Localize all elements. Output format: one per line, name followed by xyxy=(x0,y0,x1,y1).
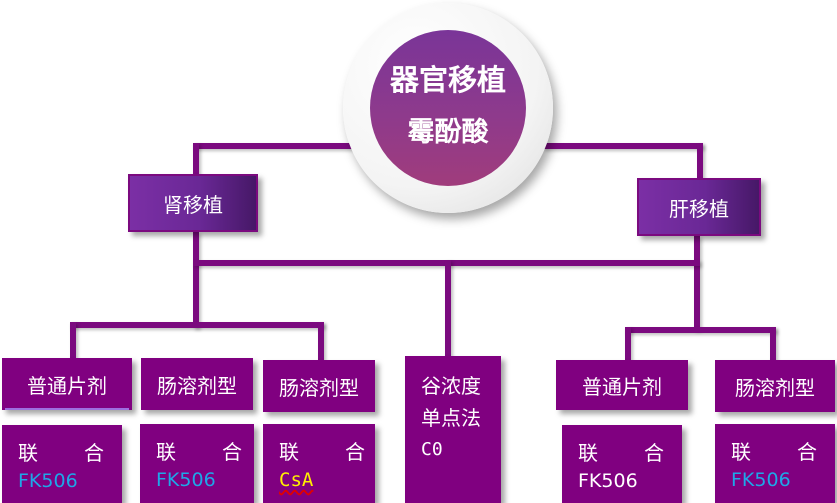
liver-transplant-label: 肝移植 xyxy=(669,196,729,221)
form-label: 普通片剂 xyxy=(582,374,662,399)
connector-to-kidney xyxy=(193,143,199,176)
kidney-combo-node-1: 联 合 FK506 xyxy=(2,425,122,503)
liver-combo-node-2: 联 合 FK506 xyxy=(715,424,835,503)
connector-top-left-horizontal xyxy=(193,143,353,149)
combo-label-1: 联 xyxy=(578,441,598,465)
liver-form-node-1: 普通片剂 xyxy=(556,360,688,410)
kidney-combo-node-2: 联 合 FK506 xyxy=(140,424,254,503)
kidney-combo-node-3: 联 合 CsA xyxy=(263,424,375,503)
drug-label: FK506 xyxy=(731,469,791,491)
kidney-form-node-2: 肠溶剂型 xyxy=(141,358,253,410)
trough-line-3: C0 xyxy=(421,439,443,460)
connector-liver-down xyxy=(694,236,700,330)
kidney-transplant-label: 肾移植 xyxy=(163,192,223,217)
combo-label-2: 合 xyxy=(644,441,664,465)
connector-kidney-branch-1 xyxy=(70,322,76,360)
drug-label: FK506 xyxy=(156,469,216,491)
kidney-form-node-1: 普通片剂 xyxy=(2,358,132,410)
connector-kidney-branch-3 xyxy=(318,322,324,360)
center-subtitle: 霉酚酸 xyxy=(407,117,489,148)
connector-to-liver xyxy=(697,143,703,180)
drug-label: FK506 xyxy=(18,470,78,492)
center-title: 器官移植 xyxy=(389,63,506,97)
combo-label-2: 合 xyxy=(222,440,242,464)
trough-concentration-node: 谷浓度 单点法 C0 xyxy=(405,356,501,503)
combo-label-2: 合 xyxy=(84,441,104,465)
liver-form-node-2: 肠溶剂型 xyxy=(715,360,835,412)
form-label: 肠溶剂型 xyxy=(157,373,237,398)
trough-line-1: 谷浓度 xyxy=(421,374,481,398)
connector-kidney-down xyxy=(193,232,199,328)
form-label: 肠溶剂型 xyxy=(279,375,359,400)
combo-label-1: 联 xyxy=(279,440,299,464)
combo-label-1: 联 xyxy=(156,440,176,464)
connector-kidney-branch-horizontal xyxy=(70,322,324,328)
combo-label-2: 合 xyxy=(345,440,365,464)
drug-label: FK506 xyxy=(578,470,638,492)
trough-line-2: 单点法 xyxy=(421,406,481,430)
combo-label-1: 联 xyxy=(18,441,38,465)
connector-to-trough xyxy=(445,260,451,358)
drug-label: CsA xyxy=(279,469,314,491)
combo-label-2: 合 xyxy=(797,440,817,464)
combo-label-1: 联 xyxy=(731,440,751,464)
connector-liver-branch-2 xyxy=(770,327,776,362)
connector-liver-branch-horizontal xyxy=(625,327,776,333)
form-label: 普通片剂 xyxy=(27,373,107,398)
kidney-form-node-3: 肠溶剂型 xyxy=(263,360,375,412)
liver-combo-node-1: 联 合 FK506 xyxy=(562,425,682,503)
divider xyxy=(5,408,129,410)
center-node: 器官移植 霉酚酸 xyxy=(370,30,526,186)
form-label: 肠溶剂型 xyxy=(735,375,815,400)
liver-transplant-node: 肝移植 xyxy=(637,178,761,236)
connector-top-right-horizontal xyxy=(543,143,703,149)
connector-liver-branch-1 xyxy=(625,327,631,362)
kidney-transplant-node: 肾移植 xyxy=(128,174,258,232)
